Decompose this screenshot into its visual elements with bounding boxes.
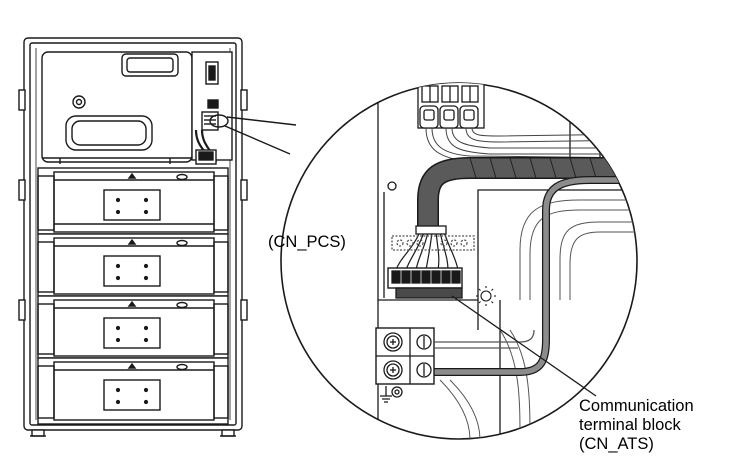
power-terminal-block bbox=[375, 327, 535, 403]
communication-terminal-label: Communication terminal block (CN_ATS) bbox=[579, 397, 694, 454]
zoom-circle bbox=[280, 82, 638, 440]
battery-module-3 bbox=[37, 295, 229, 359]
zoom-detail bbox=[375, 83, 637, 439]
cn-ats-leader-line bbox=[451, 295, 597, 397]
battery-cabinet bbox=[18, 37, 248, 437]
zoom-callout-lines bbox=[209, 114, 297, 155]
battery-module-1 bbox=[37, 167, 229, 235]
cn-pcs-label: (CN_PCS) bbox=[268, 233, 346, 251]
ground-icon bbox=[380, 386, 392, 403]
cn-ats-terminal-block bbox=[387, 267, 463, 299]
top-wires bbox=[425, 127, 637, 165]
communication-label-line-2: terminal block bbox=[579, 416, 681, 434]
cn-pcs-socket bbox=[391, 235, 475, 251]
battery-module-4 bbox=[37, 357, 229, 425]
top-terminals bbox=[417, 83, 485, 129]
communication-label-line-3: (CN_ATS) bbox=[579, 435, 654, 453]
indicator-sun-icon bbox=[476, 286, 496, 306]
communication-label-line-1: Communication bbox=[579, 397, 694, 415]
battery-module-2 bbox=[37, 233, 229, 297]
